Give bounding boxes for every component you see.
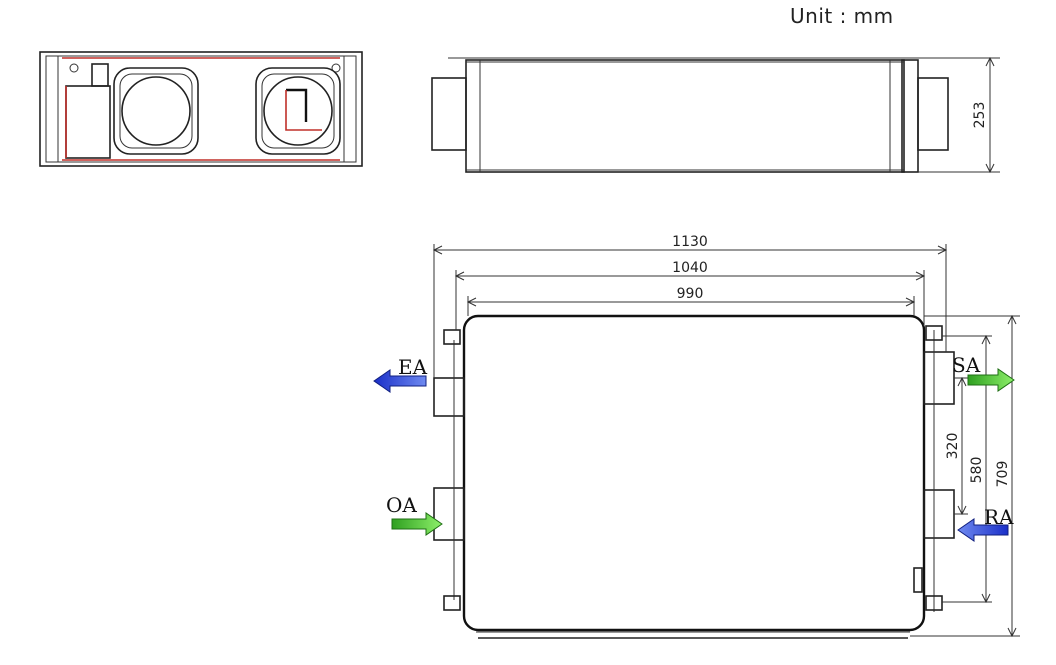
- port-label-oa: OA: [386, 493, 417, 517]
- arrow-ra-left-icon: [957, 518, 1009, 542]
- front-view: [39, 51, 363, 167]
- dim-text-253: 253: [972, 102, 988, 129]
- side-duct-left: [431, 77, 467, 151]
- dim-text-1130: 1130: [672, 234, 708, 250]
- unit-label: Unit : mm: [790, 4, 894, 28]
- arrow-sa-right-icon: [967, 368, 1015, 392]
- dim-text-990: 990: [677, 286, 704, 302]
- mount-bracket-bl: [443, 595, 461, 611]
- port-oa-duct: [433, 487, 465, 541]
- dim-text-320: 320: [945, 433, 961, 460]
- front-panel-latch: [91, 63, 109, 87]
- front-duct-right: [255, 67, 341, 155]
- mount-bracket-tr: [925, 325, 943, 341]
- port-ra-duct: [923, 489, 955, 539]
- dim-text-709: 709: [995, 461, 1011, 488]
- side-duct-right: [917, 77, 949, 151]
- port-label-ea: EA: [398, 355, 428, 379]
- port-ea-duct: [433, 377, 465, 417]
- dim-text-580: 580: [969, 457, 985, 484]
- mount-bracket-tl: [443, 329, 461, 345]
- port-sa-duct: [923, 351, 955, 405]
- arrow-oa-right-icon: [391, 512, 443, 536]
- port-label-sa: SA: [952, 353, 981, 377]
- mount-bracket-br: [925, 595, 943, 611]
- top-body: [462, 314, 926, 632]
- side-view: 253: [431, 56, 1000, 174]
- dim-text-1040: 1040: [672, 260, 708, 276]
- arrow-ea-left-icon: [373, 369, 427, 393]
- front-duct-left: [113, 67, 199, 155]
- top-view: 1130 1040 990 320 580: [373, 234, 1020, 639]
